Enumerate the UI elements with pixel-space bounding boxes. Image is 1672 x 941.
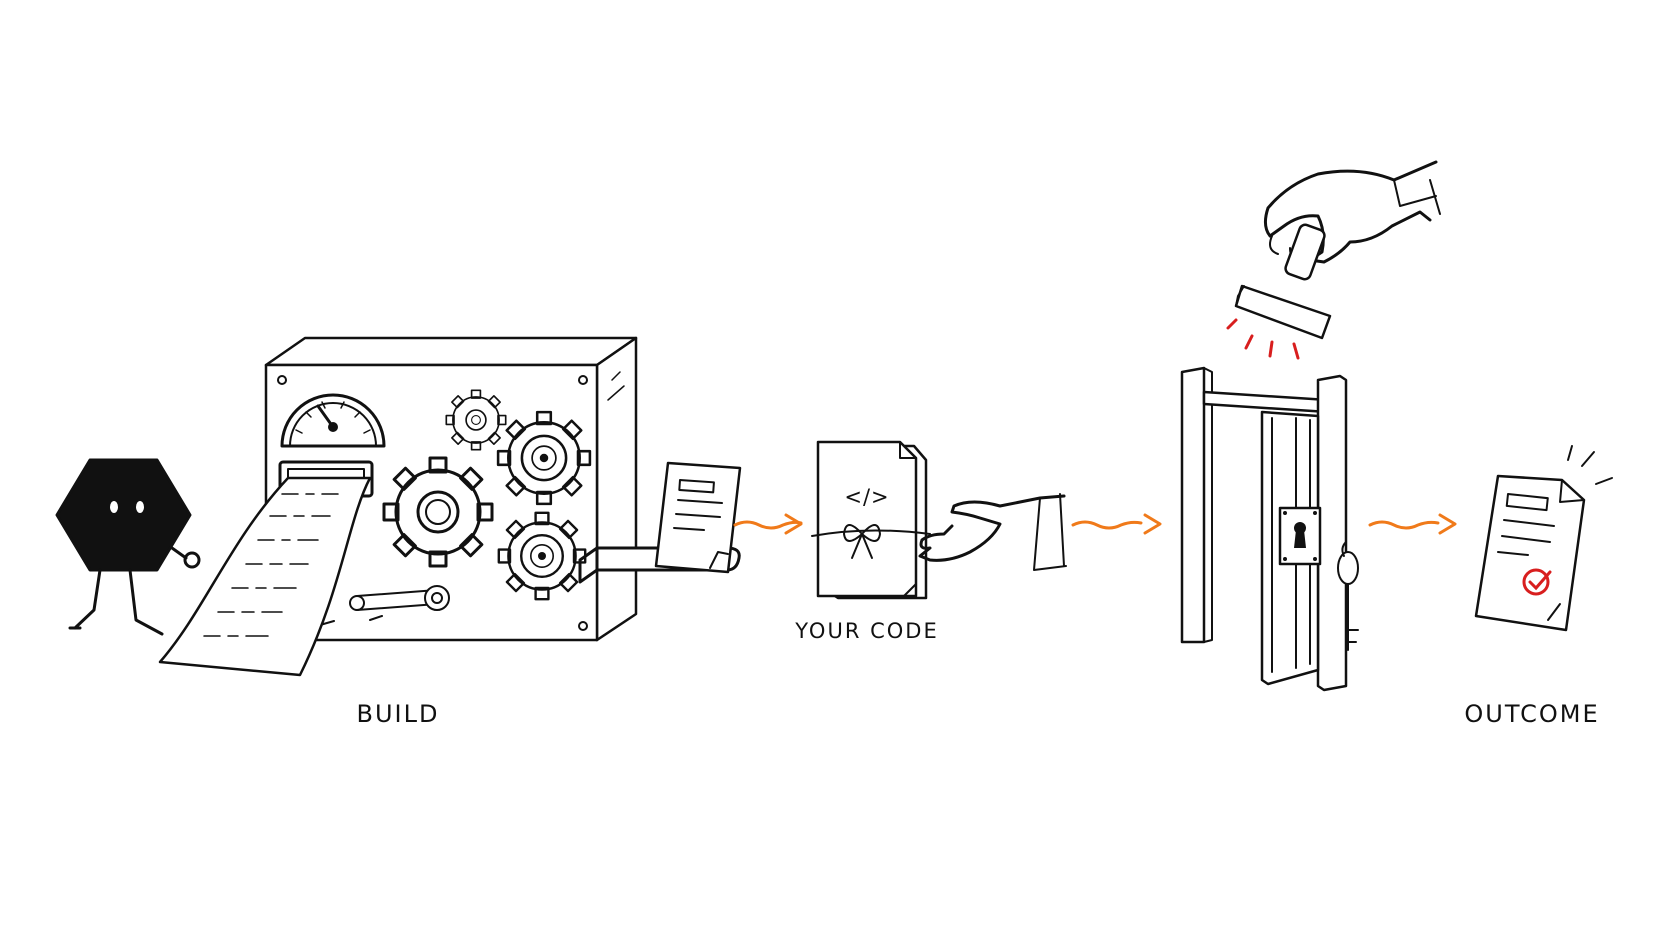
label-your-code: YOUR CODE (794, 619, 938, 643)
stamp-hand-icon (1234, 160, 1441, 340)
label-outcome: OUTCOME (1464, 700, 1599, 728)
code-package-icon: </> (811, 440, 931, 600)
gear-icon (445, 389, 507, 451)
gear-icon (497, 511, 587, 601)
hexagon-character-icon (55, 458, 201, 636)
gear-icon (496, 410, 592, 506)
gate-door-icon (1180, 366, 1359, 692)
flow-arrow (1071, 513, 1162, 535)
code-symbol: </> (844, 485, 889, 509)
pressure-gauge-icon (280, 393, 386, 448)
checkmark-icon (1522, 568, 1552, 596)
flow-arrow (1368, 513, 1457, 535)
output-document-icon (654, 461, 742, 574)
stamp-marks-icon (1226, 318, 1300, 360)
gear-icon (382, 456, 494, 568)
handing-hand-icon (918, 493, 1067, 571)
label-build: BUILD (357, 700, 440, 728)
keyhole-icon (1278, 506, 1322, 566)
approved-document-icon (1474, 445, 1613, 632)
paper-tape-icon (158, 476, 372, 677)
key-icon (1337, 541, 1359, 651)
flow-arrow (733, 513, 803, 535)
build-machine-icon (158, 336, 742, 677)
